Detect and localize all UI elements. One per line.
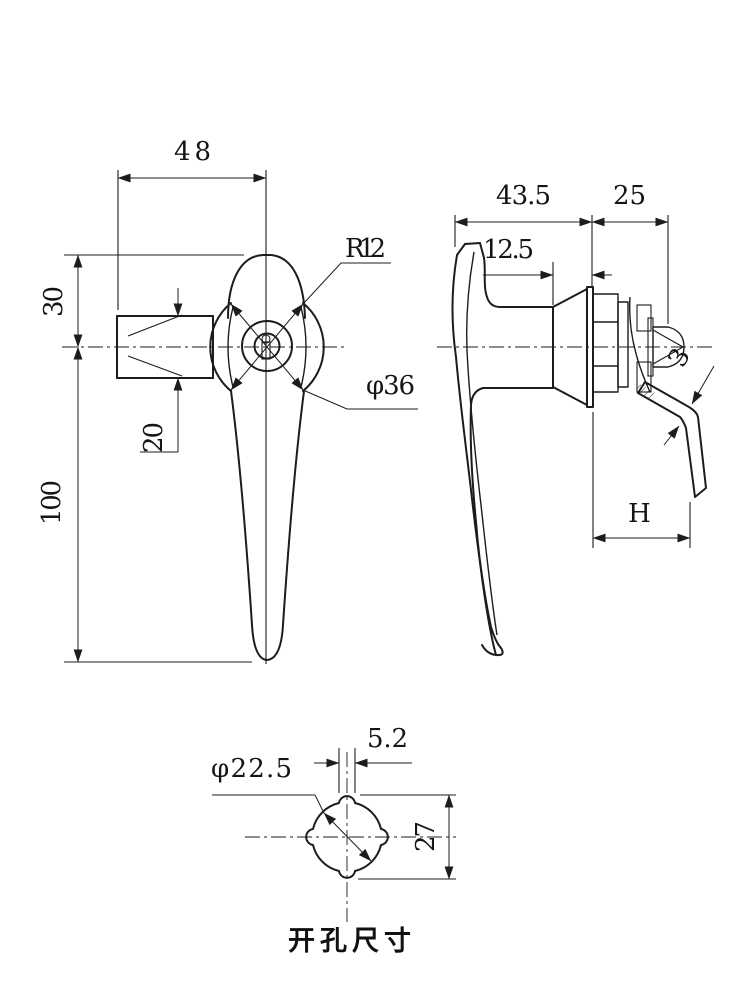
dim-cutout-height: 27: [411, 820, 441, 852]
label-wing-radius: R12: [345, 234, 387, 264]
dim-27: 27: [358, 794, 456, 880]
cam-bar: [637, 381, 707, 498]
hex-nut: [592, 293, 619, 393]
screw-head: [652, 326, 685, 368]
dim-h: H: [592, 412, 691, 548]
dim-notch-width: 5.2: [367, 724, 409, 754]
flat-washer: [617, 301, 629, 388]
taper-mark-upper: [127, 314, 183, 337]
cutout-hole-shape: [305, 795, 389, 879]
wing-cross-line-2: [230, 303, 304, 391]
dim-hole-diameter: φ22.5: [211, 754, 293, 784]
dim-handle-width: 48: [174, 137, 212, 167]
dim-12-5: 12.5: [483, 235, 612, 305]
label-boss-diameter: φ36: [366, 371, 416, 401]
dim-20: 20: [139, 288, 183, 453]
dim-handle-length: 100: [37, 479, 67, 525]
front-grip-blade: [230, 390, 305, 661]
dim-stud-length: 25: [613, 181, 647, 211]
front-view: R12 φ36 48 30 100 20: [37, 137, 418, 664]
front-grip-top: [227, 254, 306, 319]
cam-curve: [628, 296, 651, 393]
dim-48: 48: [117, 137, 267, 310]
front-spindle-stub: [116, 314, 214, 379]
front-boss-circle: [241, 320, 293, 372]
cutout-caption: 开孔尺寸: [288, 926, 416, 957]
dim-3: 3: [663, 342, 715, 446]
dim-total-depth: 43.5: [496, 181, 552, 211]
side-handle-ridge: [465, 251, 498, 636]
dim-100: 100: [37, 346, 252, 663]
dim-25: 25: [591, 181, 669, 324]
cutout-view: φ22.5 5.2 27 开孔尺寸: [211, 724, 456, 957]
dim-panel-range: H: [628, 499, 652, 529]
side-mount-plate: [586, 286, 594, 408]
dim-43-5: 43.5: [454, 181, 593, 287]
front-right-wing-arc: [302, 302, 325, 392]
dim-30: 30: [39, 254, 244, 348]
leader-r12: R12: [302, 234, 391, 305]
dim-spindle-height: 20: [139, 421, 169, 453]
dim-bezel-depth: 12.5: [483, 235, 535, 265]
leader-dia22-5: φ22.5: [211, 754, 372, 862]
dim-5-2: 5.2: [314, 724, 412, 793]
side-handle-profile: [451, 242, 554, 657]
dim-center-to-top: 30: [39, 285, 69, 317]
leader-dia36: φ36: [302, 371, 418, 410]
taper-mark-lower: [127, 355, 183, 377]
side-view: 43.5 25 12.5 H 3: [437, 181, 716, 657]
front-left-wing-arc: [209, 302, 232, 392]
